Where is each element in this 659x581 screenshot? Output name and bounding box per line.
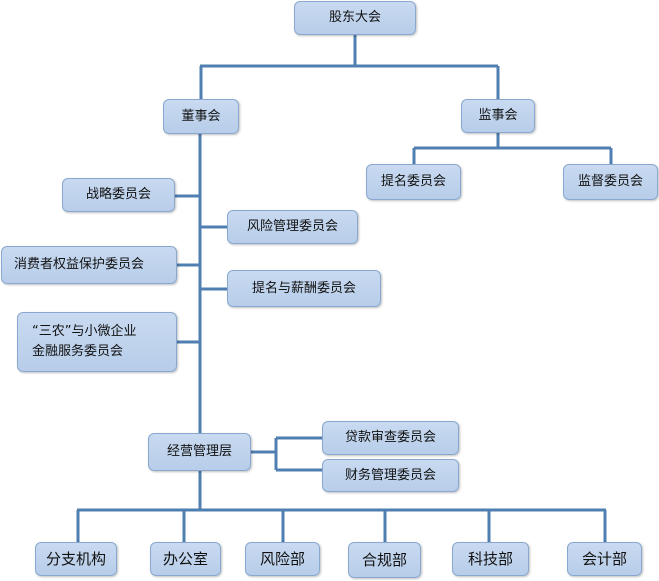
loan-review-committee-label: 贷款审查委员会	[344, 430, 436, 445]
sup-nomination-committee-box: 提名委员会	[366, 164, 461, 200]
dept-branches-box: 分支机构	[35, 542, 117, 576]
dept-office-label: 办公室	[162, 550, 208, 568]
management-label: 经营管理层	[166, 444, 232, 459]
shareholders-meeting-label: 股东大会	[328, 10, 381, 25]
board-of-directors-box: 董事会	[163, 99, 239, 134]
strategy-committee-label: 战略委员会	[85, 187, 151, 202]
dept-tech-box: 科技部	[452, 542, 529, 576]
shareholders-meeting-box: 股东大会	[294, 1, 416, 35]
supervision-committee-box: 监督委员会	[563, 164, 658, 200]
risk-management-committee-box: 风险管理委员会	[227, 210, 358, 244]
dept-risk-box: 风险部	[245, 542, 320, 576]
dept-risk-label: 风险部	[259, 550, 305, 568]
sannong-sme-committee-label-line1: “三农”与小微企业	[32, 324, 137, 339]
board-of-directors-label: 董事会	[181, 108, 221, 124]
strategy-committee-box: 战略委员会	[62, 178, 175, 212]
dept-accounting-box: 会计部	[567, 542, 642, 576]
supervisory-board-box: 监事会	[461, 99, 535, 133]
supervisory-board-label: 监事会	[478, 108, 518, 123]
nomination-compensation-committee-box: 提名与薪酬委员会	[227, 270, 381, 307]
dept-branches-label: 分支机构	[45, 550, 106, 568]
dept-tech-label: 科技部	[467, 550, 513, 568]
loan-review-committee-box: 贷款审查委员会	[322, 421, 459, 455]
dept-compliance-box: 合规部	[348, 542, 421, 578]
finance-committee-box: 财务管理委员会	[322, 459, 459, 492]
sannong-sme-committee-box: “三农”与小微企业 金融服务委员会	[17, 312, 177, 372]
management-box: 经营管理层	[148, 433, 251, 471]
consumer-protection-committee-box: 消费者权益保护委员会	[1, 246, 177, 284]
finance-committee-label: 财务管理委员会	[344, 467, 436, 483]
risk-management-committee-label: 风险管理委员会	[246, 219, 338, 234]
dept-office-box: 办公室	[150, 542, 221, 576]
sannong-sme-committee-label-line2: 金融服务委员会	[32, 344, 124, 359]
nomination-compensation-committee-label: 提名与薪酬委员会	[251, 280, 356, 296]
sup-nomination-committee-label: 提名委员会	[380, 174, 446, 189]
consumer-protection-committee-label: 消费者权益保护委员会	[14, 257, 145, 272]
dept-compliance-label: 合规部	[361, 551, 407, 569]
dept-accounting-label: 会计部	[581, 550, 627, 568]
supervision-committee-label: 监督委员会	[577, 174, 643, 189]
